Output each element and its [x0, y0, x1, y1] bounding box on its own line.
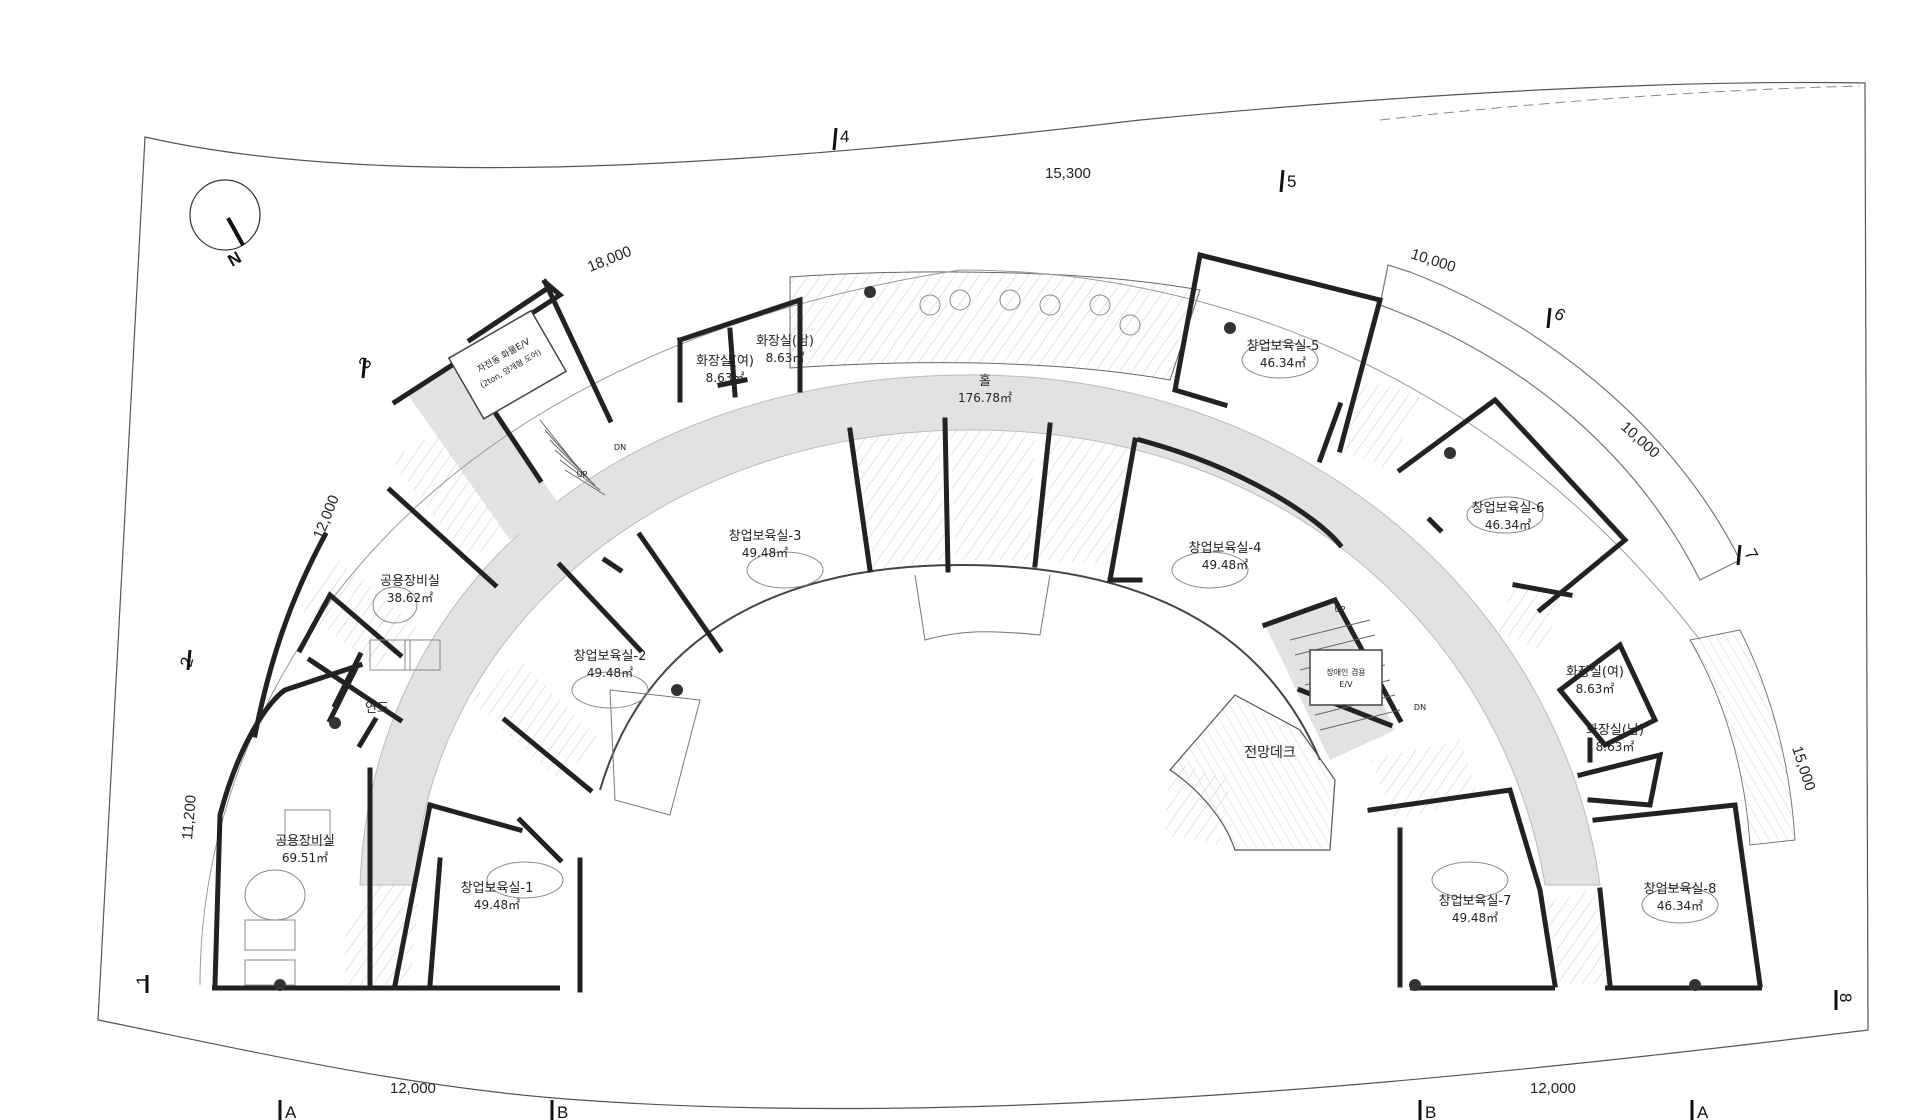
incubator-8-area: 46.34㎡: [1657, 899, 1703, 913]
incubator-5-name: 창업보육실-5: [1247, 339, 1320, 354]
section-mark-7: 7: [1741, 546, 1762, 564]
equip-room-large-area: 69.51㎡: [282, 851, 328, 865]
section-mark-6: 6: [1551, 304, 1569, 325]
equip-room-small-area: 38.62㎡: [387, 591, 433, 605]
accessible-elevator-line2: E/V: [1339, 680, 1353, 689]
wc-female-east-name: 화장실(여): [1566, 665, 1624, 680]
viewing-deck-name: 전망데크: [1244, 745, 1296, 761]
incubator-2-area: 49.48㎡: [587, 666, 633, 680]
north-label: N: [225, 248, 245, 271]
east-steps: [1689, 629, 1796, 846]
wc-male-east-name: 화장실(남): [1586, 723, 1644, 738]
incubator-1-name: 창업보육실-1: [461, 881, 534, 896]
site-boundary: [97, 81, 1869, 1110]
incubator-5-area: 46.34㎡: [1260, 356, 1306, 370]
section-mark-4: 4: [840, 127, 849, 146]
wc-female-west-name: 화장실(여): [696, 354, 754, 369]
dim-10000-b: 10,000: [1617, 418, 1662, 461]
dim-12000-sw: 12,000: [390, 1080, 436, 1097]
section-mark-a-east: A: [1697, 1103, 1709, 1120]
hall-name: 홀: [979, 374, 991, 389]
section-mark-b-east: B: [1425, 1103, 1436, 1120]
incubator-4-area: 49.48㎡: [1202, 558, 1248, 572]
section-mark-2: 2: [177, 655, 198, 669]
incubator-6-area: 46.34㎡: [1485, 518, 1531, 532]
incubator-1-area: 49.48㎡: [474, 898, 520, 912]
hall-area: 176.78㎡: [958, 391, 1012, 405]
east-hatched-zones: [1165, 380, 1610, 985]
east-stair-dn: DN: [1414, 703, 1426, 712]
west-hatched-zones: [300, 420, 600, 985]
dim-15000: 15,000: [1788, 744, 1818, 793]
wc-male-west-area: 8.63㎡: [766, 351, 805, 365]
west-stair-up: UP: [577, 470, 588, 479]
columns: [274, 286, 1701, 991]
incubator-7-area: 49.48㎡: [1452, 911, 1498, 925]
wc-male-west-name: 화장실(남): [756, 334, 814, 349]
furniture: [244, 289, 1719, 986]
dim-18000: 18,000: [585, 243, 634, 276]
section-mark-1: 1: [133, 976, 152, 985]
incubator-2-name: 창업보육실-2: [574, 649, 647, 664]
east-stair-up: UP: [1335, 605, 1346, 614]
accessible-elevator-line1: 장애인 겸용: [1326, 667, 1365, 677]
north-terrace: [789, 271, 1201, 381]
wc-female-west-area: 8.63㎡: [706, 371, 745, 385]
section-markers: [145, 127, 1838, 1120]
section-mark-b-west: B: [557, 1103, 568, 1120]
incubator-4-name: 창업보육실-4: [1189, 541, 1262, 556]
section-mark-a-west: A: [285, 1103, 297, 1120]
dim-12000-west: 12,000: [310, 493, 343, 542]
site-boundary-dash: [1379, 85, 1861, 121]
viewing-deck-shape: [1169, 694, 1336, 851]
wc-female-east-area: 8.63㎡: [1576, 682, 1615, 696]
accessible-elevator-box: [1309, 649, 1383, 706]
section-mark-5: 5: [1287, 172, 1296, 191]
section-mark-3: 3: [355, 354, 376, 373]
courtyard-openings: [609, 574, 1051, 816]
west-stair-link: [408, 360, 560, 540]
incubator-3-name: 창업보육실-3: [729, 529, 802, 544]
incubator-8-name: 창업보육실-8: [1644, 882, 1717, 897]
dim-12000-se: 12,000: [1530, 1080, 1576, 1097]
outer-ring-terrace: [1379, 264, 1741, 581]
dim-10000-a: 10,000: [1409, 246, 1458, 276]
flue-name: 연도: [365, 701, 389, 716]
middle-hatched-zones: [850, 420, 1135, 570]
incubator-6-name: 창업보육실-6: [1472, 501, 1545, 516]
west-stair-dn: DN: [614, 443, 626, 452]
dim-15300: 15,300: [1045, 165, 1091, 182]
incubator-3-area: 49.48㎡: [742, 546, 788, 560]
equip-room-large-name: 공용장비실: [275, 834, 335, 849]
incubator-7-name: 창업보육실-7: [1439, 894, 1512, 909]
section-mark-8: 8: [1836, 993, 1855, 1002]
equip-room-small-name: 공용장비실: [380, 574, 440, 589]
north-arrow: N: [189, 179, 261, 271]
wc-male-east-area: 8.63㎡: [1596, 740, 1635, 754]
dim-11200: 11,200: [179, 794, 200, 840]
freight-elevator: [447, 309, 568, 420]
inner-arc: [599, 563, 1321, 791]
